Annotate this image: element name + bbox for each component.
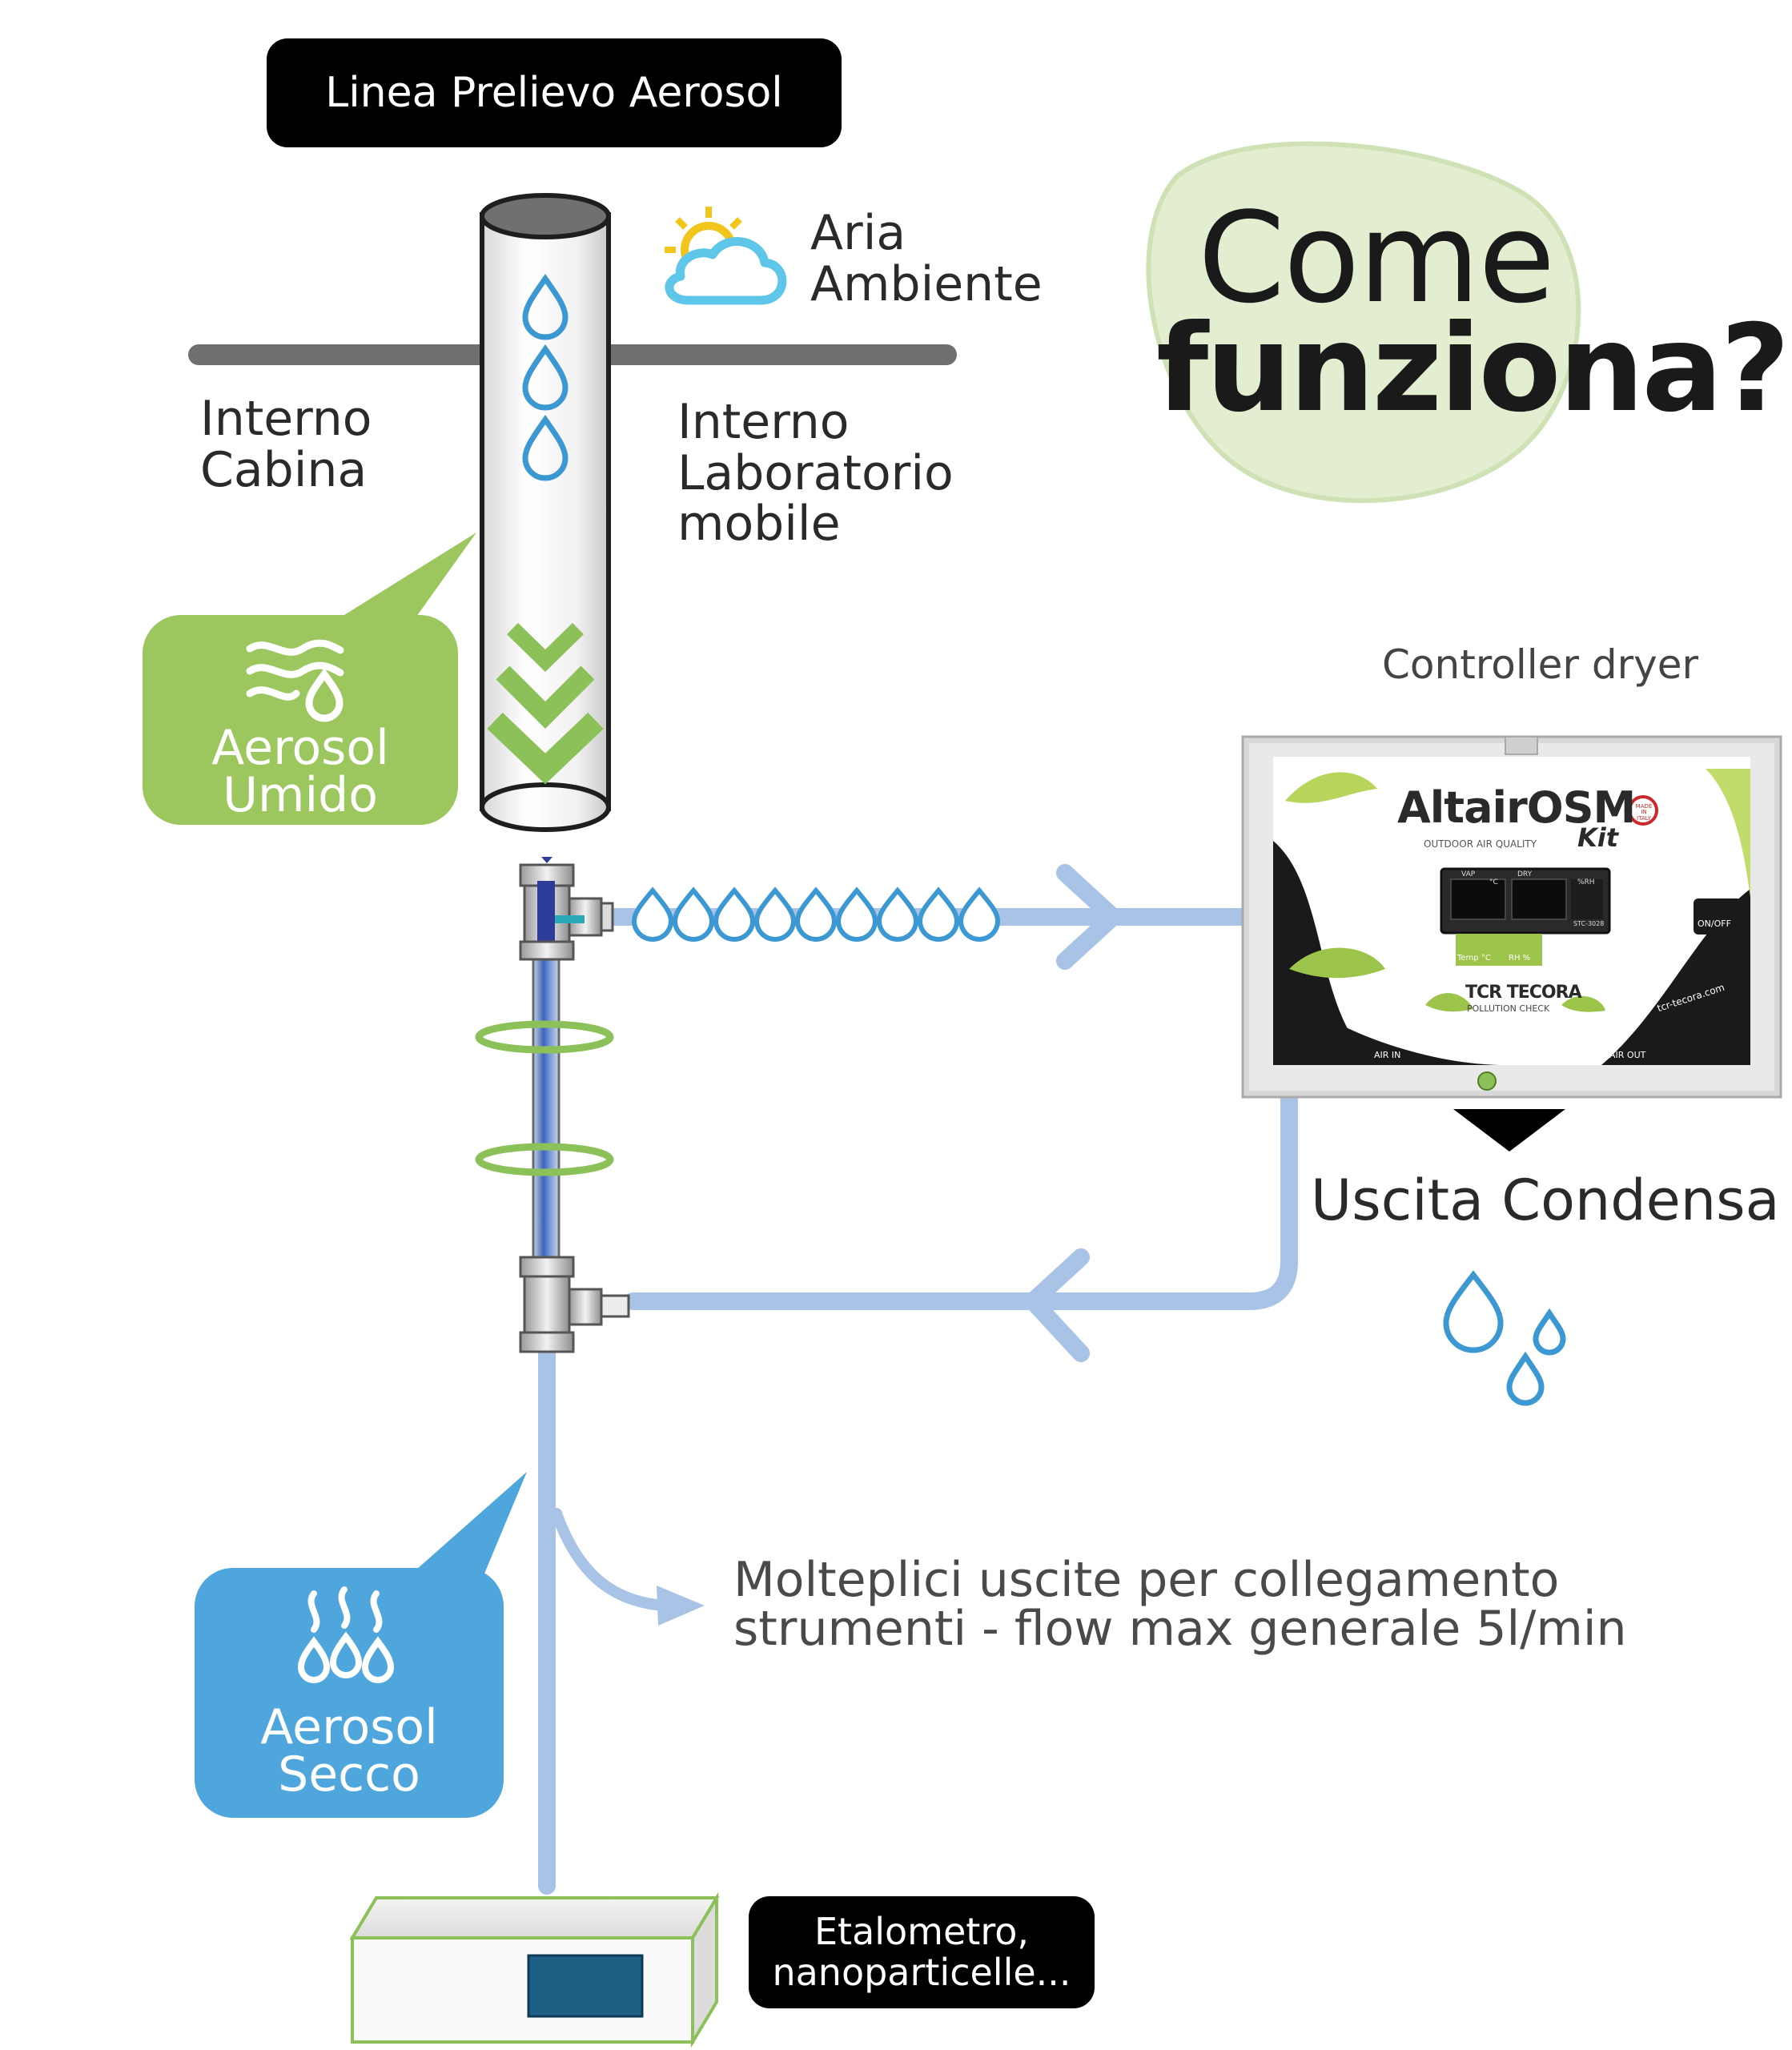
tube-drops-icon bbox=[522, 273, 569, 481]
arrow-right-icon bbox=[1056, 864, 1122, 970]
weather-label: Aria Ambiente bbox=[810, 205, 1043, 312]
display-label-celsius: °C bbox=[1489, 878, 1498, 886]
dry-vapor-drops-icon bbox=[297, 1586, 395, 1683]
condensate-label: Uscita Condensa bbox=[1311, 1168, 1780, 1233]
instrument-screen bbox=[527, 1954, 644, 2018]
humid-waves-icon bbox=[246, 639, 344, 722]
controller-kit: Kit bbox=[1577, 822, 1619, 853]
display-model: STC-3028 bbox=[1573, 920, 1605, 927]
arrow-outputs-icon bbox=[657, 1586, 705, 1626]
nafion-dryer-assembly bbox=[475, 857, 630, 1353]
controller-brand: AltairOSM bbox=[1397, 782, 1636, 833]
zone-interno-cabina: Interno Cabina bbox=[200, 391, 372, 498]
flow-down-chevrons-icon bbox=[487, 622, 604, 785]
display-label-vap: VAP bbox=[1461, 870, 1476, 878]
headline-line2: funziona? bbox=[1156, 299, 1790, 439]
weather-sun-cloud-icon bbox=[665, 207, 787, 305]
air-out-label: AIR OUT bbox=[1609, 1050, 1646, 1060]
display-label-dry: DRY bbox=[1517, 870, 1533, 878]
header-label: Linea Prelievo Aerosol bbox=[267, 38, 842, 147]
button-rh[interactable]: RH % bbox=[1509, 954, 1531, 963]
display-label-rh: %RH bbox=[1577, 878, 1595, 886]
controller-caption: Controller dryer bbox=[1382, 641, 1699, 688]
instruments-label-text: Etalometro, nanoparticelle... bbox=[772, 1910, 1071, 1994]
branch-to-outputs bbox=[551, 1508, 670, 1611]
wet-aerosol-bubble bbox=[143, 533, 476, 825]
made-in-italy-badge: MADE IN ITALY bbox=[1635, 803, 1653, 822]
wet-aerosol-label: Aerosol Umido bbox=[211, 720, 389, 823]
headline-line1: Come bbox=[1198, 185, 1555, 331]
outputs-description: Molteplici uscite per collegamento strum… bbox=[733, 1552, 1627, 1658]
button-temp[interactable]: Temp °C bbox=[1457, 954, 1491, 963]
dry-aerosol-label: Aerosol Secco bbox=[260, 1699, 438, 1803]
instrument-box bbox=[349, 1891, 720, 2048]
condensate-pointer-icon bbox=[1453, 1109, 1565, 1152]
air-in-label: AIR IN bbox=[1374, 1050, 1401, 1060]
controller-subtitle: OUTDOOR AIR QUALITY bbox=[1424, 838, 1537, 850]
condensate-drops-icon bbox=[1443, 1270, 1566, 1406]
headline-blob bbox=[1146, 141, 1581, 504]
line-return-from-dryer bbox=[624, 1087, 1298, 1310]
header-label-text: Linea Prelievo Aerosol bbox=[325, 69, 783, 117]
maker-logo: TCR TECORA bbox=[1465, 983, 1582, 1003]
maker-subtitle: POLLUTION CHECK bbox=[1467, 1003, 1550, 1014]
air-lines bbox=[538, 908, 1298, 1895]
power-button[interactable]: ON/OFF bbox=[1698, 918, 1731, 929]
dry-aerosol-bubble bbox=[195, 1472, 527, 1818]
drop-chain-icon bbox=[631, 886, 1001, 942]
arrow-left-icon bbox=[1024, 1248, 1090, 1362]
controller-device bbox=[1241, 735, 1782, 1099]
clamp-ring bbox=[475, 1020, 614, 1054]
instruments-label: Etalometro, nanoparticelle... bbox=[749, 1896, 1095, 2008]
clamp-ring bbox=[475, 1143, 614, 1176]
zone-interno-laboratorio: Interno Laboratorio mobile bbox=[677, 394, 954, 553]
